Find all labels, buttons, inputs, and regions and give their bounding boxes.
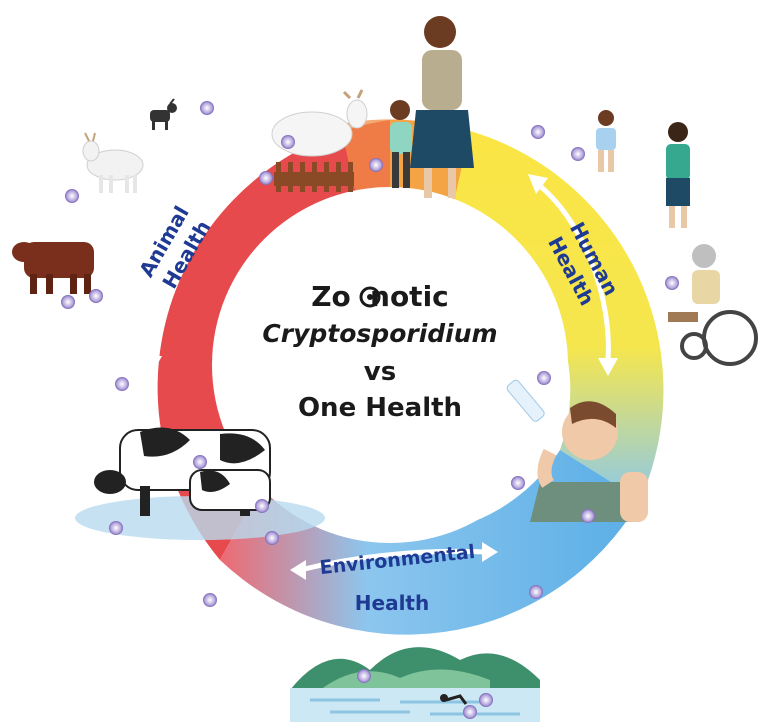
env-arrowhead-left: [290, 560, 306, 580]
title-line4: One Health: [298, 393, 462, 423]
human-arrowhead-top: [528, 174, 548, 194]
center-title: Zoonotic Cryptosporidium vs One Health: [262, 280, 497, 423]
oocyst-icon: [109, 521, 123, 535]
oocyst-icon: [537, 371, 551, 385]
oocyst-icon: [357, 669, 371, 683]
env-label-line2: Health: [355, 591, 429, 615]
woman-icon: [410, 16, 474, 198]
oocyst-icon: [265, 531, 279, 545]
oocyst-icon: [65, 189, 79, 203]
oocyst-icon: [531, 125, 545, 139]
oocyst-icon: [259, 171, 273, 185]
oocyst-icon: [200, 101, 214, 115]
child-icon: [596, 110, 616, 172]
oocyst-icon: [463, 705, 477, 719]
oocyst-icon: [61, 295, 75, 309]
cryptosporidium-oocysts: [61, 101, 679, 719]
oocyst-icon: [203, 593, 217, 607]
white-goat-icon: [82, 132, 144, 193]
animal-arrow: [149, 177, 233, 363]
animal-arrowhead-bottom: [142, 356, 162, 374]
oocyst-icon: [665, 276, 679, 290]
title-o-parasite-icon: [359, 286, 381, 308]
swimmer-icon: [440, 694, 468, 705]
drinking-man-icon: [506, 379, 648, 522]
oocyst-icon: [581, 509, 595, 523]
title-line2: Cryptosporidium: [262, 319, 497, 348]
title-line1-prefix: Zo: [311, 280, 351, 313]
environmental-arrow: [297, 548, 489, 573]
title-line1-suffix: notic: [370, 280, 449, 313]
title-line1: Zoonotic: [311, 280, 449, 313]
oocyst-icon: [511, 476, 525, 490]
oocyst-icon: [571, 147, 585, 161]
arrows: [142, 172, 618, 580]
oocyst-icon: [89, 289, 103, 303]
small-goat-icon: [150, 98, 177, 130]
oocyst-icon: [115, 377, 129, 391]
brown-cow-icon: [12, 242, 94, 294]
oocyst-icon: [369, 158, 383, 172]
human-arrowhead-bottom: [598, 358, 618, 376]
oocyst-icon: [255, 499, 269, 513]
env-arrowhead-right: [482, 542, 498, 562]
lake-mountains-icon: [290, 647, 540, 722]
teen-girl-icon: [666, 122, 690, 228]
human-arrow: [532, 179, 611, 363]
oocyst-icon: [529, 585, 543, 599]
animal-arrowhead-top: [218, 172, 238, 192]
oocyst-icon: [479, 693, 493, 707]
elderly-wheelchair-icon: [668, 244, 758, 366]
oocyst-icon: [281, 135, 295, 149]
girl-icon: [390, 100, 412, 188]
title-line3: vs: [364, 357, 396, 387]
oocyst-icon: [193, 455, 207, 469]
